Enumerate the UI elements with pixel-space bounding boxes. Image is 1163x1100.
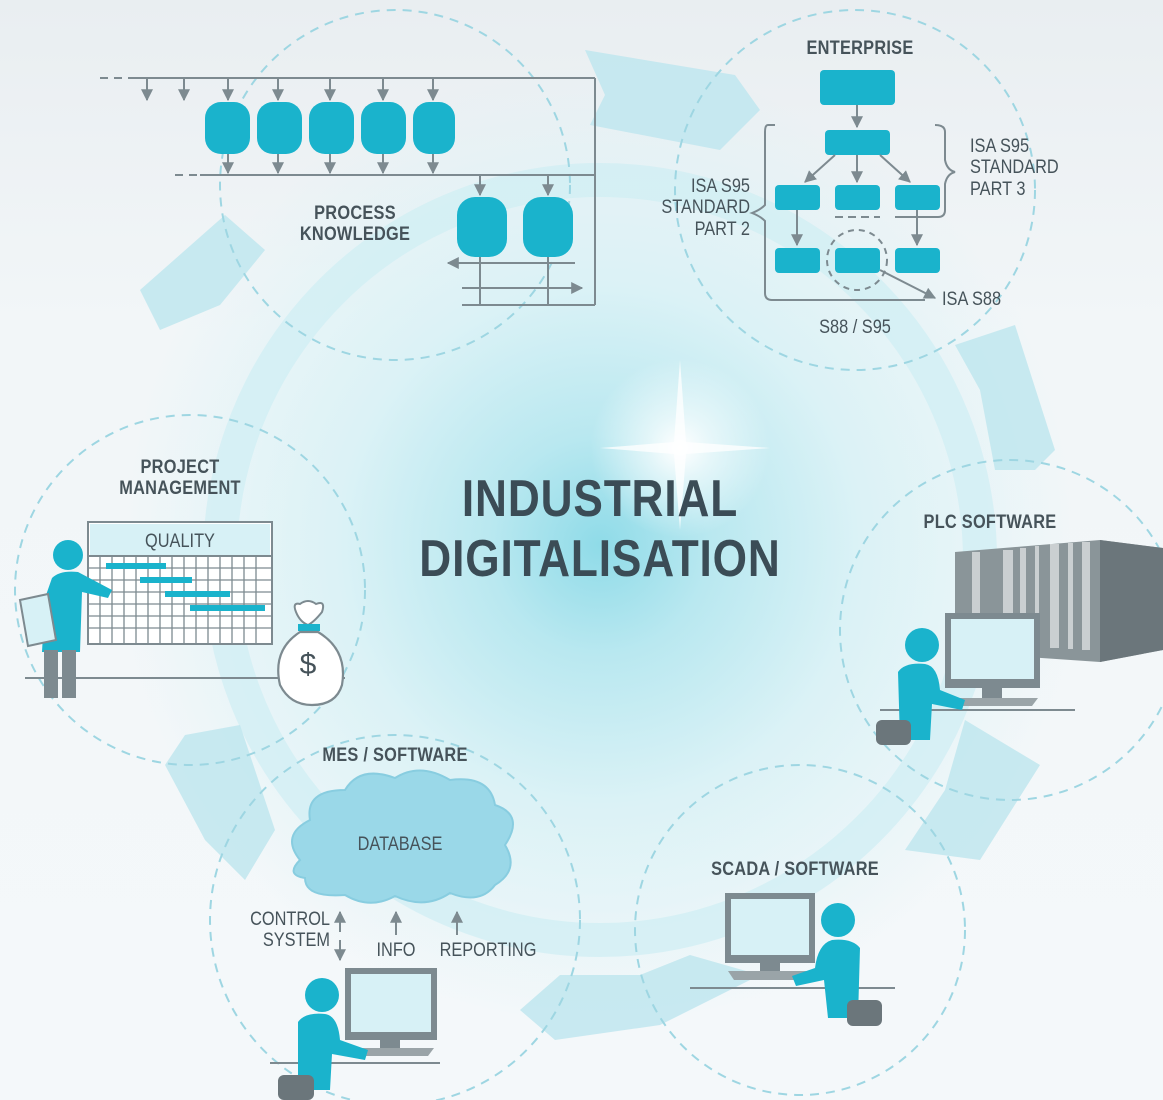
scada-station [690, 893, 895, 1026]
enterprise-circle [674, 9, 1036, 371]
center-sparkle [600, 360, 770, 530]
scada-circle [634, 764, 966, 1096]
project-circle [14, 414, 366, 766]
gantt-chart-icon [87, 521, 273, 645]
presenter-person-icon [18, 540, 345, 698]
control-system-label: CONTROL SYSTEM [250, 909, 330, 952]
cycle-arrow-right-lower [905, 720, 1040, 860]
org-box-top [820, 70, 895, 105]
process-tanks [205, 102, 573, 257]
cloud-icon [291, 769, 514, 904]
cycle-arrow-bottom [520, 955, 760, 1040]
dollar-sign: $ [299, 648, 317, 681]
process-circle [219, 9, 571, 361]
project-management-title: PROJECT MANAGEMENT [119, 457, 241, 500]
cycle-arrow-right-upper [955, 325, 1055, 470]
plc-software-title: PLC SOFTWARE [923, 512, 1057, 533]
main-title-line1: INDUSTRIAL [461, 470, 739, 528]
main-title-line2: DIGITALISATION [419, 529, 781, 588]
plc-circle [839, 459, 1163, 801]
isa-s95-part2-label: ISA S95 STANDARD PART 2 [661, 176, 750, 240]
person-icon [898, 628, 965, 740]
main-title: INDUSTRIAL DIGITALISATION [371, 470, 830, 590]
plc-station [876, 613, 1075, 745]
process-knowledge-title: PROCESS KNOWLEDGE [299, 203, 411, 246]
mes-software-title: MES / SOFTWARE [322, 745, 468, 766]
info-label: INFO [376, 940, 416, 961]
s88-s95-label: S88 / S95 [819, 317, 891, 338]
process-diagram [100, 77, 596, 306]
cycle-arrow-top [585, 50, 760, 150]
node-circles [14, 9, 1163, 1100]
cycle-arrow-left [140, 215, 265, 330]
database-label: DATABASE [357, 834, 443, 855]
cycle-arrow-bottom-left [165, 725, 275, 880]
quality-label: QUALITY [145, 531, 215, 552]
reporting-label: REPORTING [439, 940, 537, 961]
org-box-l2 [825, 130, 890, 155]
isa-s95-part3-label: ISA S95 STANDARD PART 3 [970, 136, 1059, 200]
money-bag-icon [277, 600, 344, 707]
enterprise-title: ENTERPRISE [806, 38, 914, 59]
person-icon [298, 978, 368, 1090]
scada-software-title: SCADA / SOFTWARE [711, 859, 879, 880]
isa-s88-label: ISA S88 [942, 289, 1002, 310]
person-icon [792, 903, 860, 1018]
mes-station [270, 968, 440, 1100]
mes-circle [209, 734, 581, 1100]
enterprise-diagram [749, 70, 956, 301]
mes-arrows [334, 910, 463, 962]
